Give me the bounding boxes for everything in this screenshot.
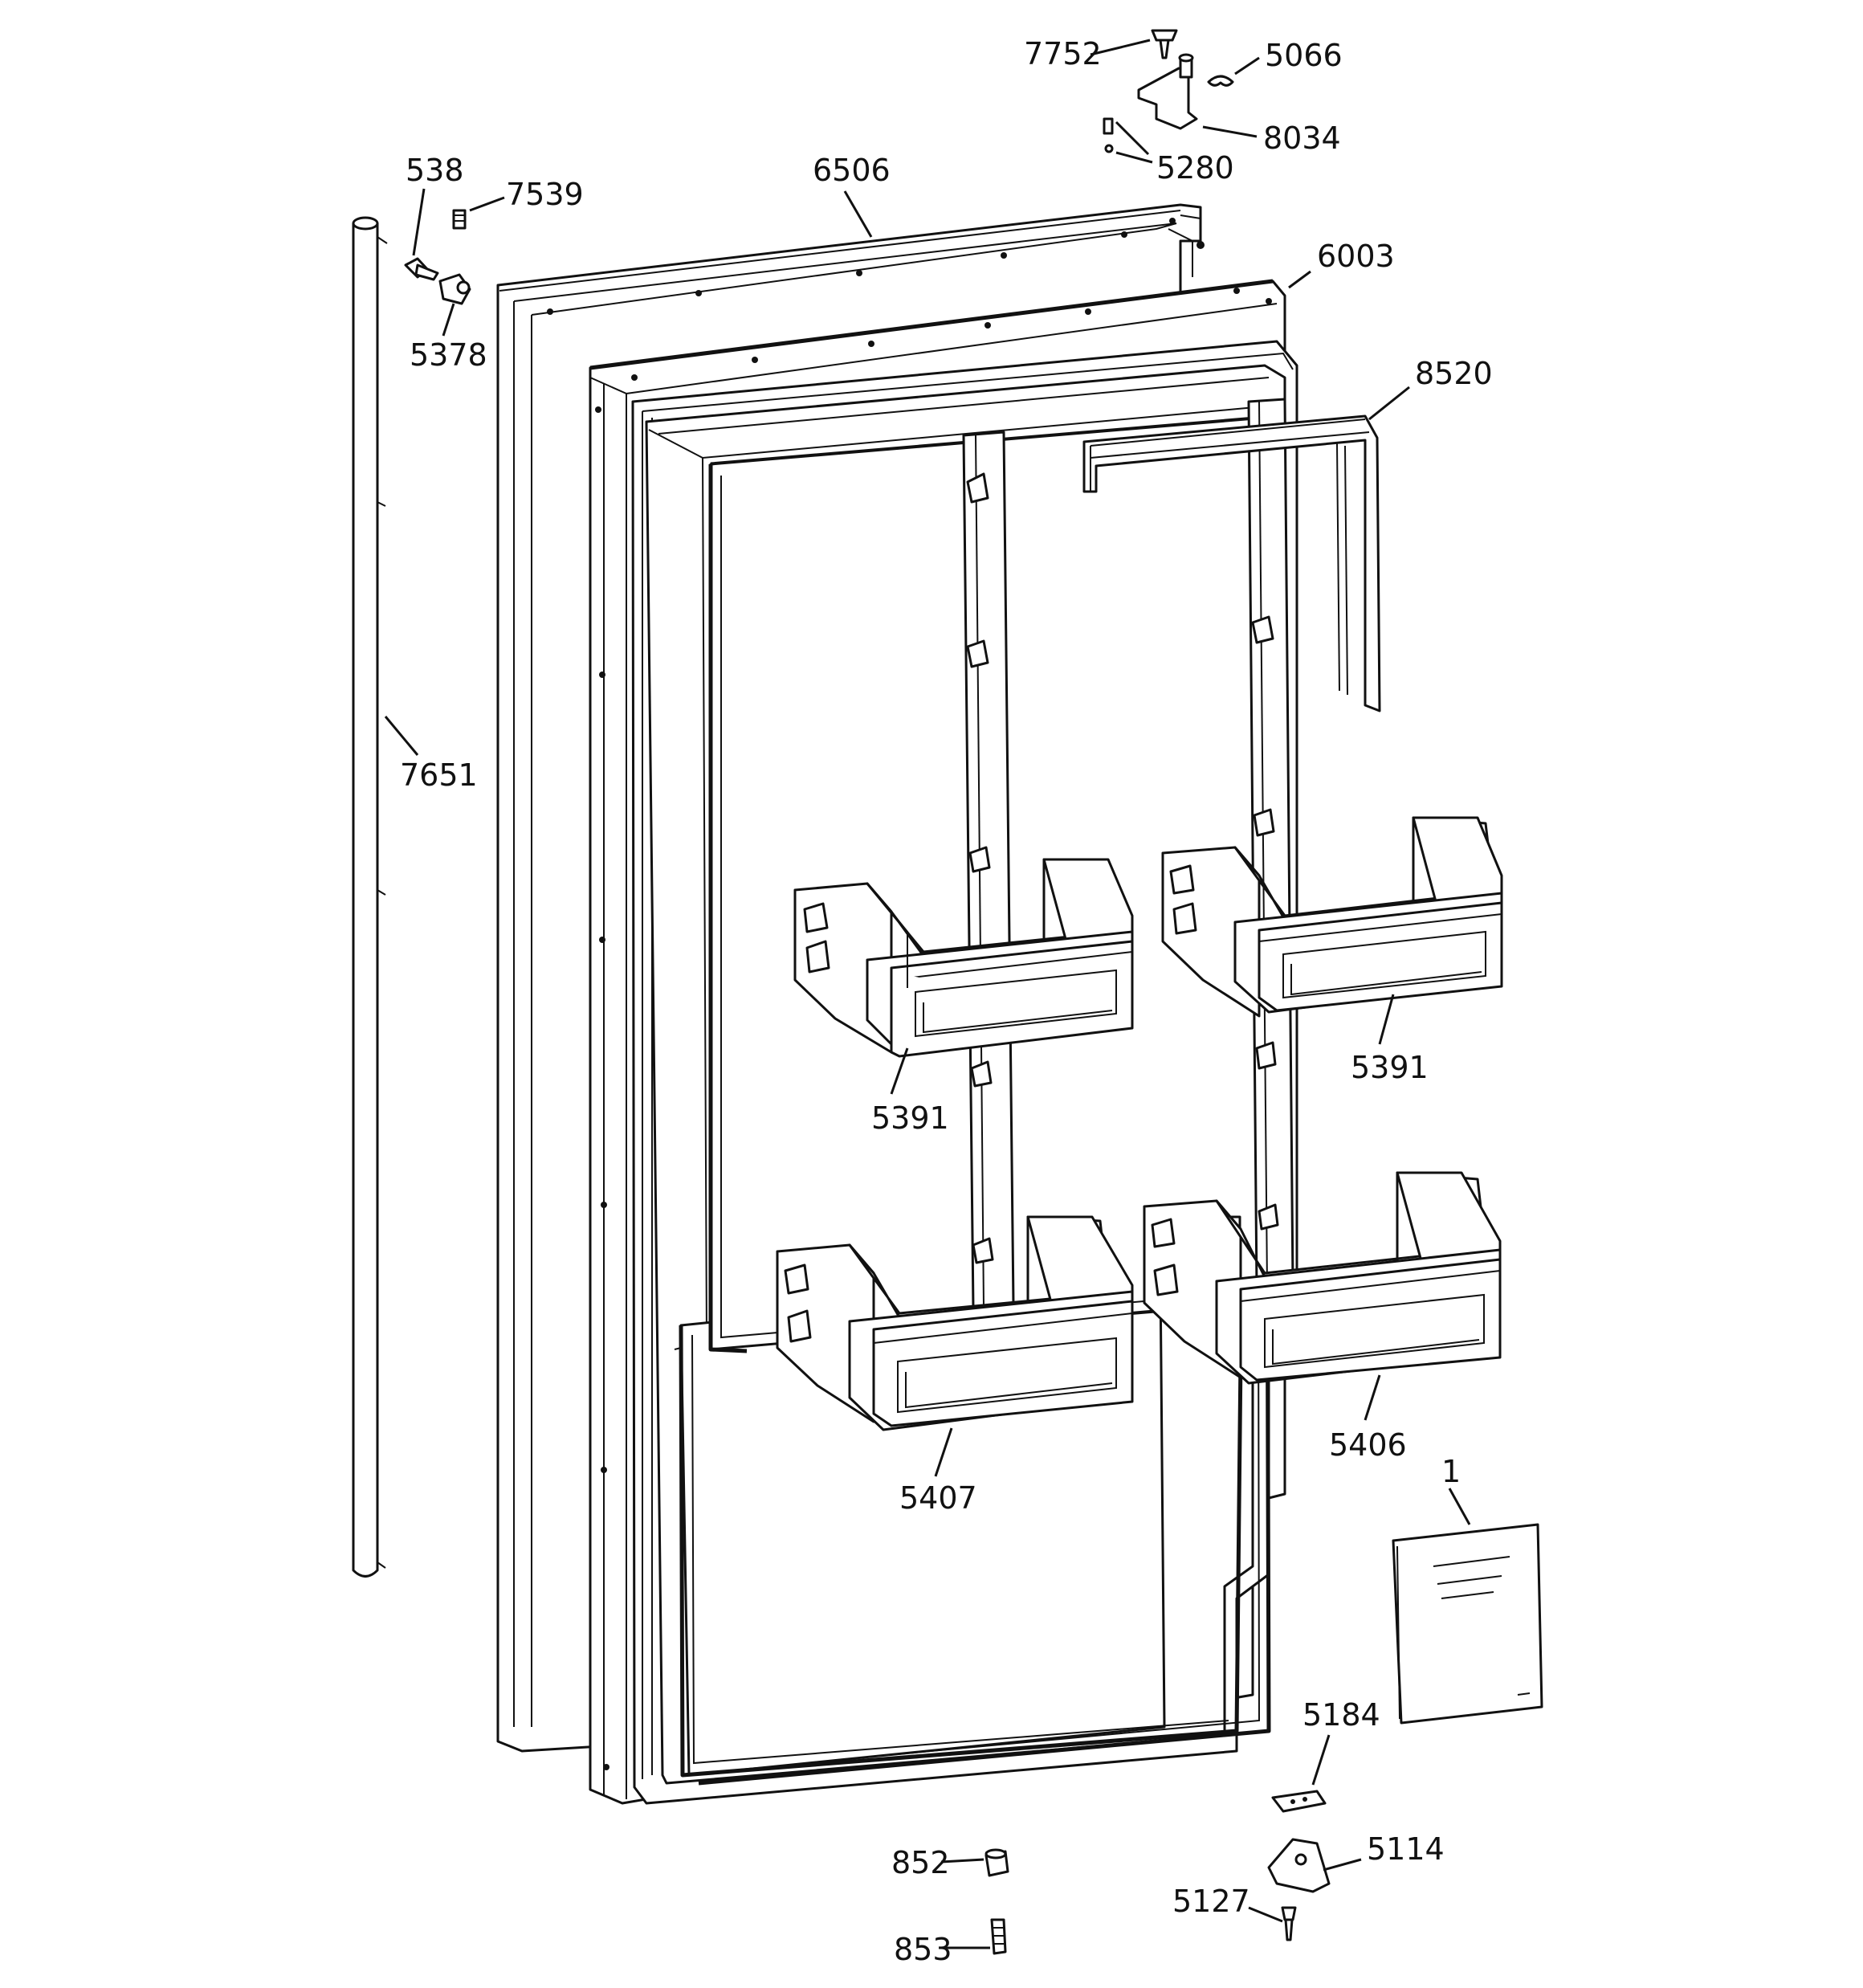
label-7539: 7539	[506, 177, 584, 212]
door-bin-upper-right	[1161, 816, 1503, 1018]
hinge-5114	[1267, 1838, 1331, 1893]
label-5066: 5066	[1265, 38, 1343, 73]
label-8520: 8520	[1415, 356, 1493, 391]
pins-5280	[1103, 117, 1114, 153]
label-853: 853	[894, 1932, 952, 1967]
leader-lines	[384, 39, 1471, 1949]
label-538: 538	[406, 153, 464, 188]
part-labels: 7752 5066 8034 5280 538 7539 6506 6003 5…	[400, 36, 1493, 1967]
label-6506: 6506	[813, 153, 891, 188]
label-5114: 5114	[1367, 1831, 1445, 1867]
plate-5184	[1271, 1790, 1327, 1813]
screw-853	[990, 1918, 1007, 1955]
screw-7752	[1151, 29, 1178, 59]
door-gasket	[1082, 414, 1381, 712]
label-5280: 5280	[1156, 150, 1234, 186]
bushing-5378	[438, 273, 471, 305]
door-bin-lower-right	[1143, 1171, 1502, 1385]
label-7752: 7752	[1024, 36, 1102, 71]
door-bin-upper-left	[793, 858, 1134, 1058]
hinge-rod	[352, 216, 388, 1578]
label-852: 852	[891, 1845, 950, 1880]
screw-5127	[1281, 1906, 1297, 1941]
label-8034: 8034	[1263, 120, 1341, 156]
door-bin-lower-left	[776, 1215, 1134, 1431]
vertical-rail-left	[962, 431, 1015, 1311]
label-5391-right: 5391	[1351, 1050, 1429, 1085]
clip-5066	[1207, 75, 1234, 87]
label-5378: 5378	[410, 337, 487, 373]
label-5406: 5406	[1329, 1427, 1407, 1463]
spring-7539	[452, 209, 467, 230]
owners-manual-booklet	[1392, 1523, 1543, 1725]
bolt-538	[404, 257, 439, 281]
label-5391-left: 5391	[871, 1100, 949, 1136]
label-5127: 5127	[1172, 1884, 1250, 1919]
plug-852	[984, 1848, 1009, 1877]
label-5407: 5407	[899, 1480, 977, 1516]
label-7651: 7651	[400, 757, 478, 793]
label-5184: 5184	[1302, 1697, 1380, 1733]
label-6003: 6003	[1317, 239, 1395, 274]
label-1: 1	[1441, 1454, 1461, 1489]
hinge-bracket-8034	[1137, 53, 1198, 130]
